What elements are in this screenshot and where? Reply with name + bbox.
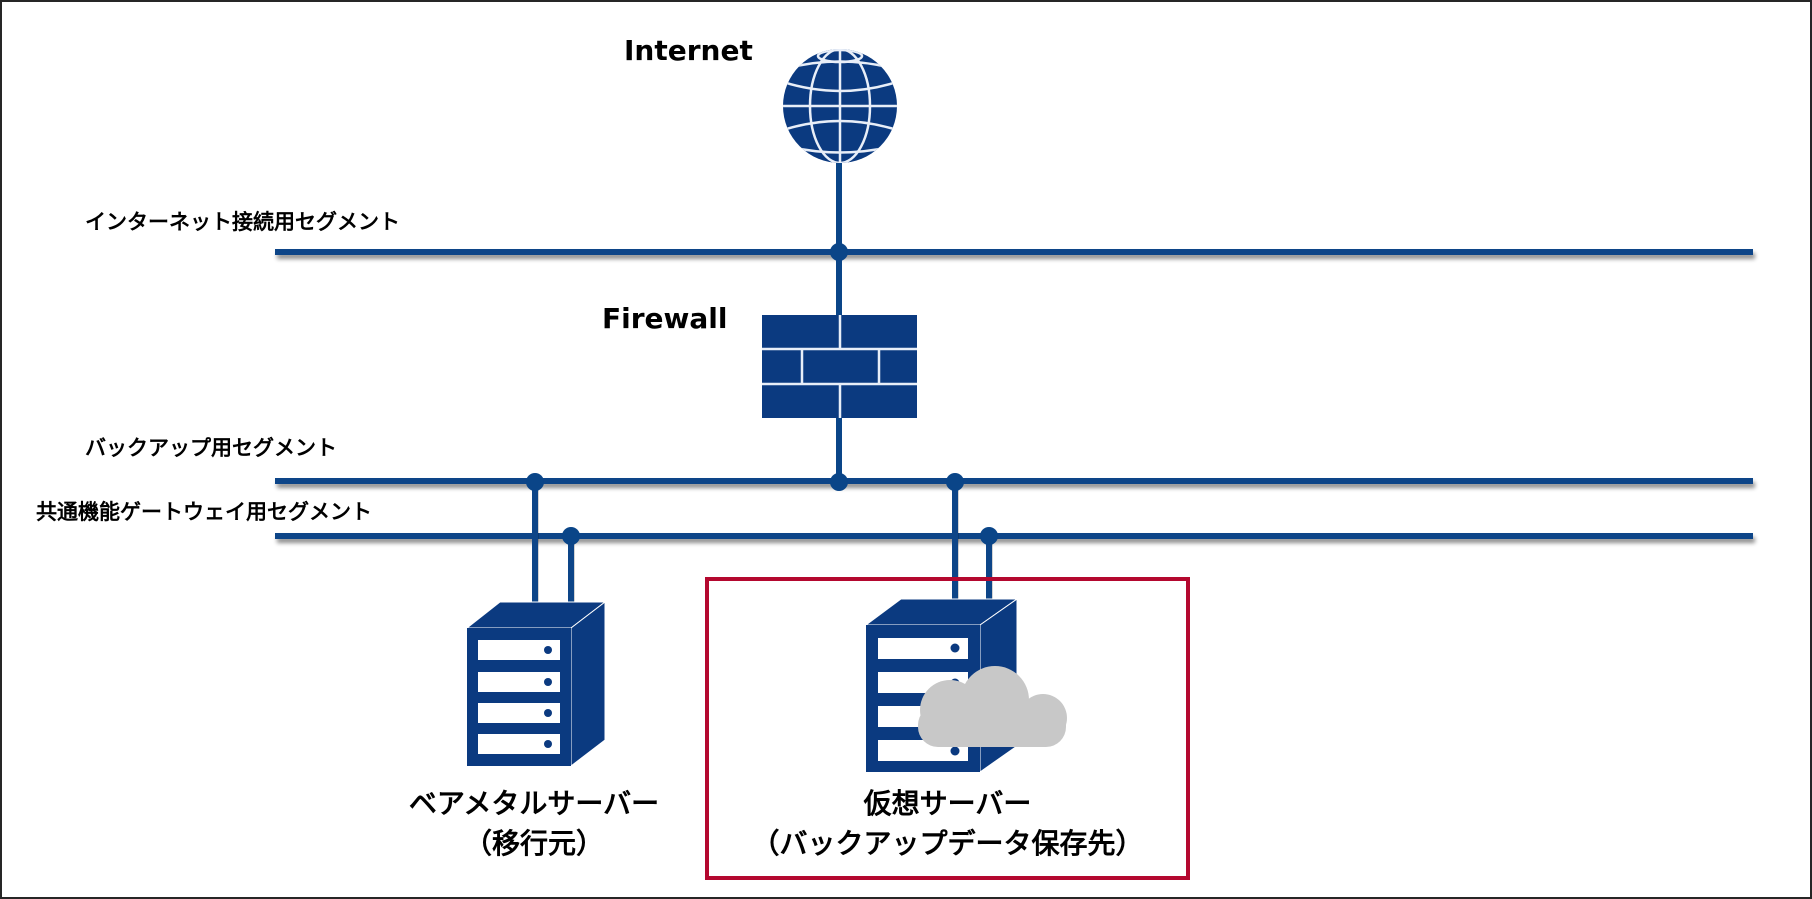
backup-segment-label: バックアップ用セグメント <box>85 436 337 460</box>
virtual-server-name: 仮想サーバー <box>863 787 1032 820</box>
gateway-segment-line <box>275 533 1753 539</box>
bare-metal-server-label: ベアメタルサーバー （移行元） <box>334 784 734 864</box>
bare-metal-server-role: （移行元） <box>463 827 604 860</box>
junction-dot <box>980 527 998 545</box>
junction-dot <box>946 473 964 491</box>
virtual-server-gateway-link <box>986 536 992 599</box>
firewall-label: Firewall <box>602 302 728 335</box>
server-tower-icon <box>465 600 607 768</box>
virtual-server-highlight-box <box>705 577 1190 880</box>
globe-icon <box>783 49 897 163</box>
bare-metal-server-name: ベアメタルサーバー <box>408 787 660 820</box>
junction-dot <box>830 243 848 261</box>
backup-segment-line <box>275 478 1753 484</box>
gateway-segment-label: 共通機能ゲートウェイ用セグメント <box>36 500 372 524</box>
virtual-server-role: （バックアップデータ保存先） <box>751 827 1144 860</box>
internet-segment-line <box>275 249 1753 255</box>
server-tower-cloud-icon <box>864 598 1067 773</box>
bare-metal-gateway-link <box>568 536 574 602</box>
cloud-icon <box>918 666 1067 747</box>
internet-segment-label: インターネット接続用セグメント <box>85 210 400 234</box>
junction-dot <box>830 473 848 491</box>
internet-label: Internet <box>624 34 753 67</box>
virtual-server-label: 仮想サーバー （バックアップデータ保存先） <box>705 784 1190 864</box>
brick-wall-icon <box>762 315 917 418</box>
junction-dot <box>526 473 544 491</box>
junction-dots <box>526 243 998 545</box>
segment-lines <box>275 249 1753 539</box>
bare-metal-backup-link <box>532 482 538 602</box>
virtual-server-backup-link <box>952 482 958 599</box>
junction-dot <box>562 527 580 545</box>
